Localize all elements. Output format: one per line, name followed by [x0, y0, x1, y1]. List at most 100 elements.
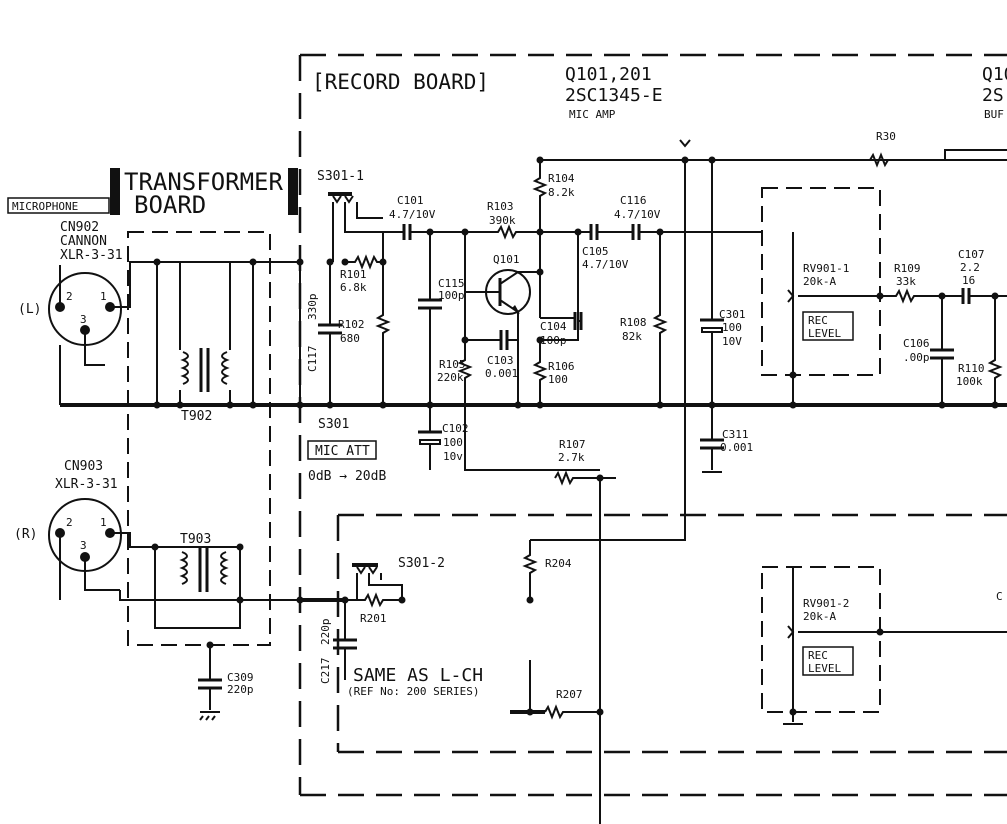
c102-value1: 100	[443, 436, 463, 449]
cn902-pin1: 1	[100, 290, 107, 303]
c107-ref: C107	[958, 248, 985, 261]
c101-value: 4.7/10V	[389, 208, 436, 221]
s301-2-switch[interactable]	[352, 563, 403, 600]
r110-ref: R110	[958, 362, 985, 375]
transformer-title-line2: BOARD	[134, 191, 206, 219]
rec-level-2-line2: LEVEL	[808, 662, 841, 675]
c104-ref: C104	[540, 320, 567, 333]
r103-ref: R103	[487, 200, 514, 213]
cn902-pin2: 2	[66, 290, 73, 303]
ref-no-note: (REF No: 200 SERIES)	[347, 685, 479, 698]
r201-ref: R201	[360, 612, 387, 625]
r109-value: 33k	[896, 275, 916, 288]
cn903-pin1: 1	[100, 516, 107, 529]
rv901-2-potentiometer[interactable]	[783, 567, 1007, 725]
t902-label: T902	[181, 409, 212, 424]
junction-dots	[151, 156, 999, 716]
r101-ref: R101	[340, 268, 367, 281]
r110-value: 100k	[956, 375, 983, 388]
r106-value: 100	[548, 373, 568, 386]
rv901-1-potentiometer[interactable]	[787, 232, 880, 405]
r105-ref: R105	[439, 358, 466, 371]
c301-value2: 10V	[722, 335, 742, 348]
c103-value: 0.001	[485, 367, 518, 380]
c117-value: 330p	[306, 294, 319, 321]
r101-value: 6.8k	[340, 281, 367, 294]
c115-ref: C115	[438, 277, 465, 290]
c115-value: 100p	[438, 289, 465, 302]
c101-ref: C101	[397, 194, 424, 207]
q101-label: Q101	[493, 253, 520, 266]
c103-capacitor	[465, 330, 518, 350]
q102-part: 2S	[982, 85, 1004, 106]
c309-capacitor	[198, 645, 222, 721]
rec-level-2-box	[802, 646, 854, 676]
q101-ref: Q101,201	[565, 64, 652, 85]
r103-value: 390k	[489, 214, 516, 227]
cn902-ref: CN902	[60, 220, 99, 235]
q102-ref: Q10	[982, 64, 1007, 85]
c20-partial: C	[996, 590, 1003, 603]
l-connector-wiring	[59, 261, 148, 405]
c101-capacitor	[383, 224, 465, 240]
rec-level-1-box	[802, 311, 854, 341]
q101-transistor	[464, 232, 540, 405]
cn902-type: XLR-3-31	[60, 248, 123, 263]
vcc-marker	[679, 139, 691, 148]
s301-1-switch[interactable]	[328, 192, 384, 262]
r104-value: 8.2k	[548, 186, 575, 199]
transformer-title-line1: TRANSFORMER	[124, 168, 283, 196]
c102-value2: 10v	[443, 450, 463, 463]
c301-ref: C301	[719, 308, 746, 321]
c116-value: 4.7/10V	[614, 208, 661, 221]
r30-resistor	[869, 152, 889, 168]
r105-value: 220k	[437, 371, 464, 384]
c116-ref: C116	[620, 194, 647, 207]
r109-ref: R109	[894, 262, 921, 275]
r-channel-outline	[336, 513, 1007, 754]
rv901-1-value: 20k-A	[803, 275, 836, 288]
r102-ref: R102	[338, 318, 365, 331]
r204-ref: R204	[545, 557, 572, 570]
r108-resistor	[652, 232, 668, 405]
mic-att-box	[307, 440, 377, 460]
r204-resistor	[522, 540, 538, 600]
c301-value1: 100	[722, 321, 742, 334]
r107-value: 2.7k	[558, 451, 585, 464]
r104-ref: R104	[548, 172, 575, 185]
rec-level-1-outline	[761, 187, 881, 376]
s301-2-label: S301-2	[398, 556, 445, 571]
cn903-pin2: 2	[66, 516, 73, 529]
record-board-outline	[298, 53, 1007, 797]
cn903-ref: CN903	[64, 459, 103, 474]
r-connector-wiring	[59, 532, 150, 600]
c116-capacitor	[631, 224, 762, 240]
r106-ref: R106	[548, 360, 575, 373]
q102-func: BUF	[984, 108, 1004, 121]
rec-level-2-outline	[761, 566, 881, 713]
q101-func: MIC AMP	[569, 108, 616, 121]
r110-resistor	[987, 296, 1003, 405]
c117-ref: C117	[306, 346, 319, 373]
r102-resistor	[375, 262, 391, 405]
t903-transformer	[119, 546, 300, 629]
c217-capacitor	[333, 600, 357, 680]
c104-value: 100p	[540, 334, 567, 347]
c117-capacitor	[318, 262, 342, 405]
cn902-brand: CANNON	[60, 234, 107, 249]
c311-ref: C311	[722, 428, 749, 441]
c107-value2: 16	[962, 274, 975, 287]
mic-att-range: 0dB → 20dB	[308, 469, 386, 484]
r107-ref: R107	[559, 438, 586, 451]
c105-ref: C105	[582, 245, 609, 258]
mic-att-label: MIC ATT	[315, 444, 370, 459]
c104-capacitor	[539, 272, 583, 341]
c105-capacitor	[540, 224, 632, 320]
s301-label: S301	[318, 417, 349, 432]
r102-value: 680	[340, 332, 360, 345]
cn902-pin3: 3	[80, 313, 87, 326]
microphone-label: MICROPHONE	[12, 200, 78, 213]
c107-value1: 2.2	[960, 261, 980, 274]
r109-resistor	[880, 288, 942, 304]
